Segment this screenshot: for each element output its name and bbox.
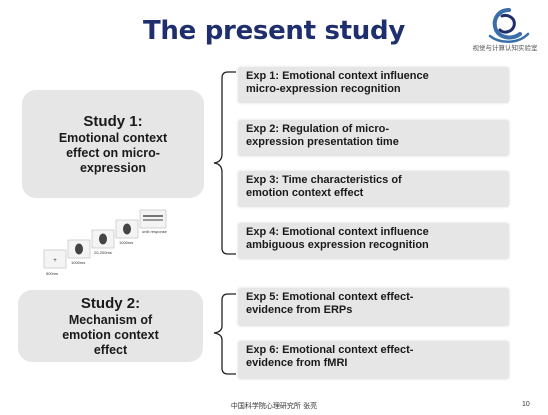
frame-label-4: 1000ms xyxy=(119,240,133,245)
experiment-4-box: Exp 4: Emotional context influence ambig… xyxy=(237,222,510,260)
stimulus-frame-target: 20-200ms xyxy=(91,229,115,255)
experiment-4-line-2: ambiguous expression recognition xyxy=(246,239,429,251)
study-1-brace xyxy=(213,71,236,255)
study-2-heading: Study 2: xyxy=(80,294,141,312)
study-2-line-1: Mechanism of xyxy=(68,312,153,327)
stimulus-frame-response: until response xyxy=(139,209,168,234)
study-1-box: Study 1: Emotional context effect on mic… xyxy=(22,90,204,198)
experiment-3-box: Exp 3: Time characteristics of emotion c… xyxy=(237,170,510,208)
experiment-2-line-2: expression presentation time xyxy=(246,136,399,148)
experiment-2-box: Exp 2: Regulation of micro- expression p… xyxy=(237,119,510,157)
stimulus-sequence-diagram: + 500ms 1000ms 20-200ms 1000ms until res… xyxy=(43,209,168,276)
experiment-5-line-1: Exp 5: Emotional context effect- xyxy=(246,291,414,303)
frame-label-response: until response xyxy=(142,229,168,234)
study-2-brace xyxy=(213,293,236,375)
experiment-3-line-1: Exp 3: Time characteristics of xyxy=(246,174,402,186)
experiment-4-line-1: Exp 4: Emotional context influence xyxy=(246,226,429,238)
stimulus-frame-context-2: 1000ms xyxy=(115,219,139,245)
experiment-5-line-2: evidence from ERPs xyxy=(246,304,353,316)
stimulus-frame-context-1: 1000ms xyxy=(67,239,91,265)
experiment-5-box: Exp 5: Emotional context effect- evidenc… xyxy=(237,287,510,327)
experiment-6-line-2: evidence from fMRI xyxy=(246,357,348,369)
stimulus-frame-fixation: + 500ms xyxy=(43,249,67,276)
frame-label-1: 500ms xyxy=(46,271,58,276)
experiment-6-box: Exp 6: Emotional context effect- evidenc… xyxy=(237,340,510,380)
experiment-1-line-2: micro-expression recognition xyxy=(246,83,401,95)
study-1-line-1: Emotional context xyxy=(58,130,168,145)
fixation-cross: + xyxy=(53,258,57,264)
experiment-1-box: Exp 1: Emotional context influence micro… xyxy=(237,66,510,104)
study-1-line-2: effect on micro- xyxy=(66,145,160,160)
frame-label-2: 1000ms xyxy=(71,260,85,265)
lab-logo-text: 视觉与计算认知实验室 xyxy=(472,45,538,52)
study-1-heading: Study 1: xyxy=(83,112,143,130)
study-2-box: Study 2: Mechanism of emotion context ef… xyxy=(18,290,203,362)
frame-label-3: 20-200ms xyxy=(94,250,112,255)
experiment-6-line-1: Exp 6: Emotional context effect- xyxy=(246,344,414,356)
experiment-2-line-1: Exp 2: Regulation of micro- xyxy=(246,123,390,135)
study-2-line-3: effect xyxy=(93,342,128,357)
experiment-1-line-1: Exp 1: Emotional context influence xyxy=(246,70,429,82)
lab-logo xyxy=(488,8,530,43)
study-1-line-3: expression xyxy=(79,160,146,175)
slide-footer: 中国科学院心理研究所 张亮 xyxy=(230,402,318,410)
study-2-line-2: emotion context xyxy=(62,327,159,342)
page-number: 10 xyxy=(522,401,530,408)
experiment-3-line-2: emotion context effect xyxy=(246,187,364,199)
slide-title: The present study xyxy=(143,16,405,46)
